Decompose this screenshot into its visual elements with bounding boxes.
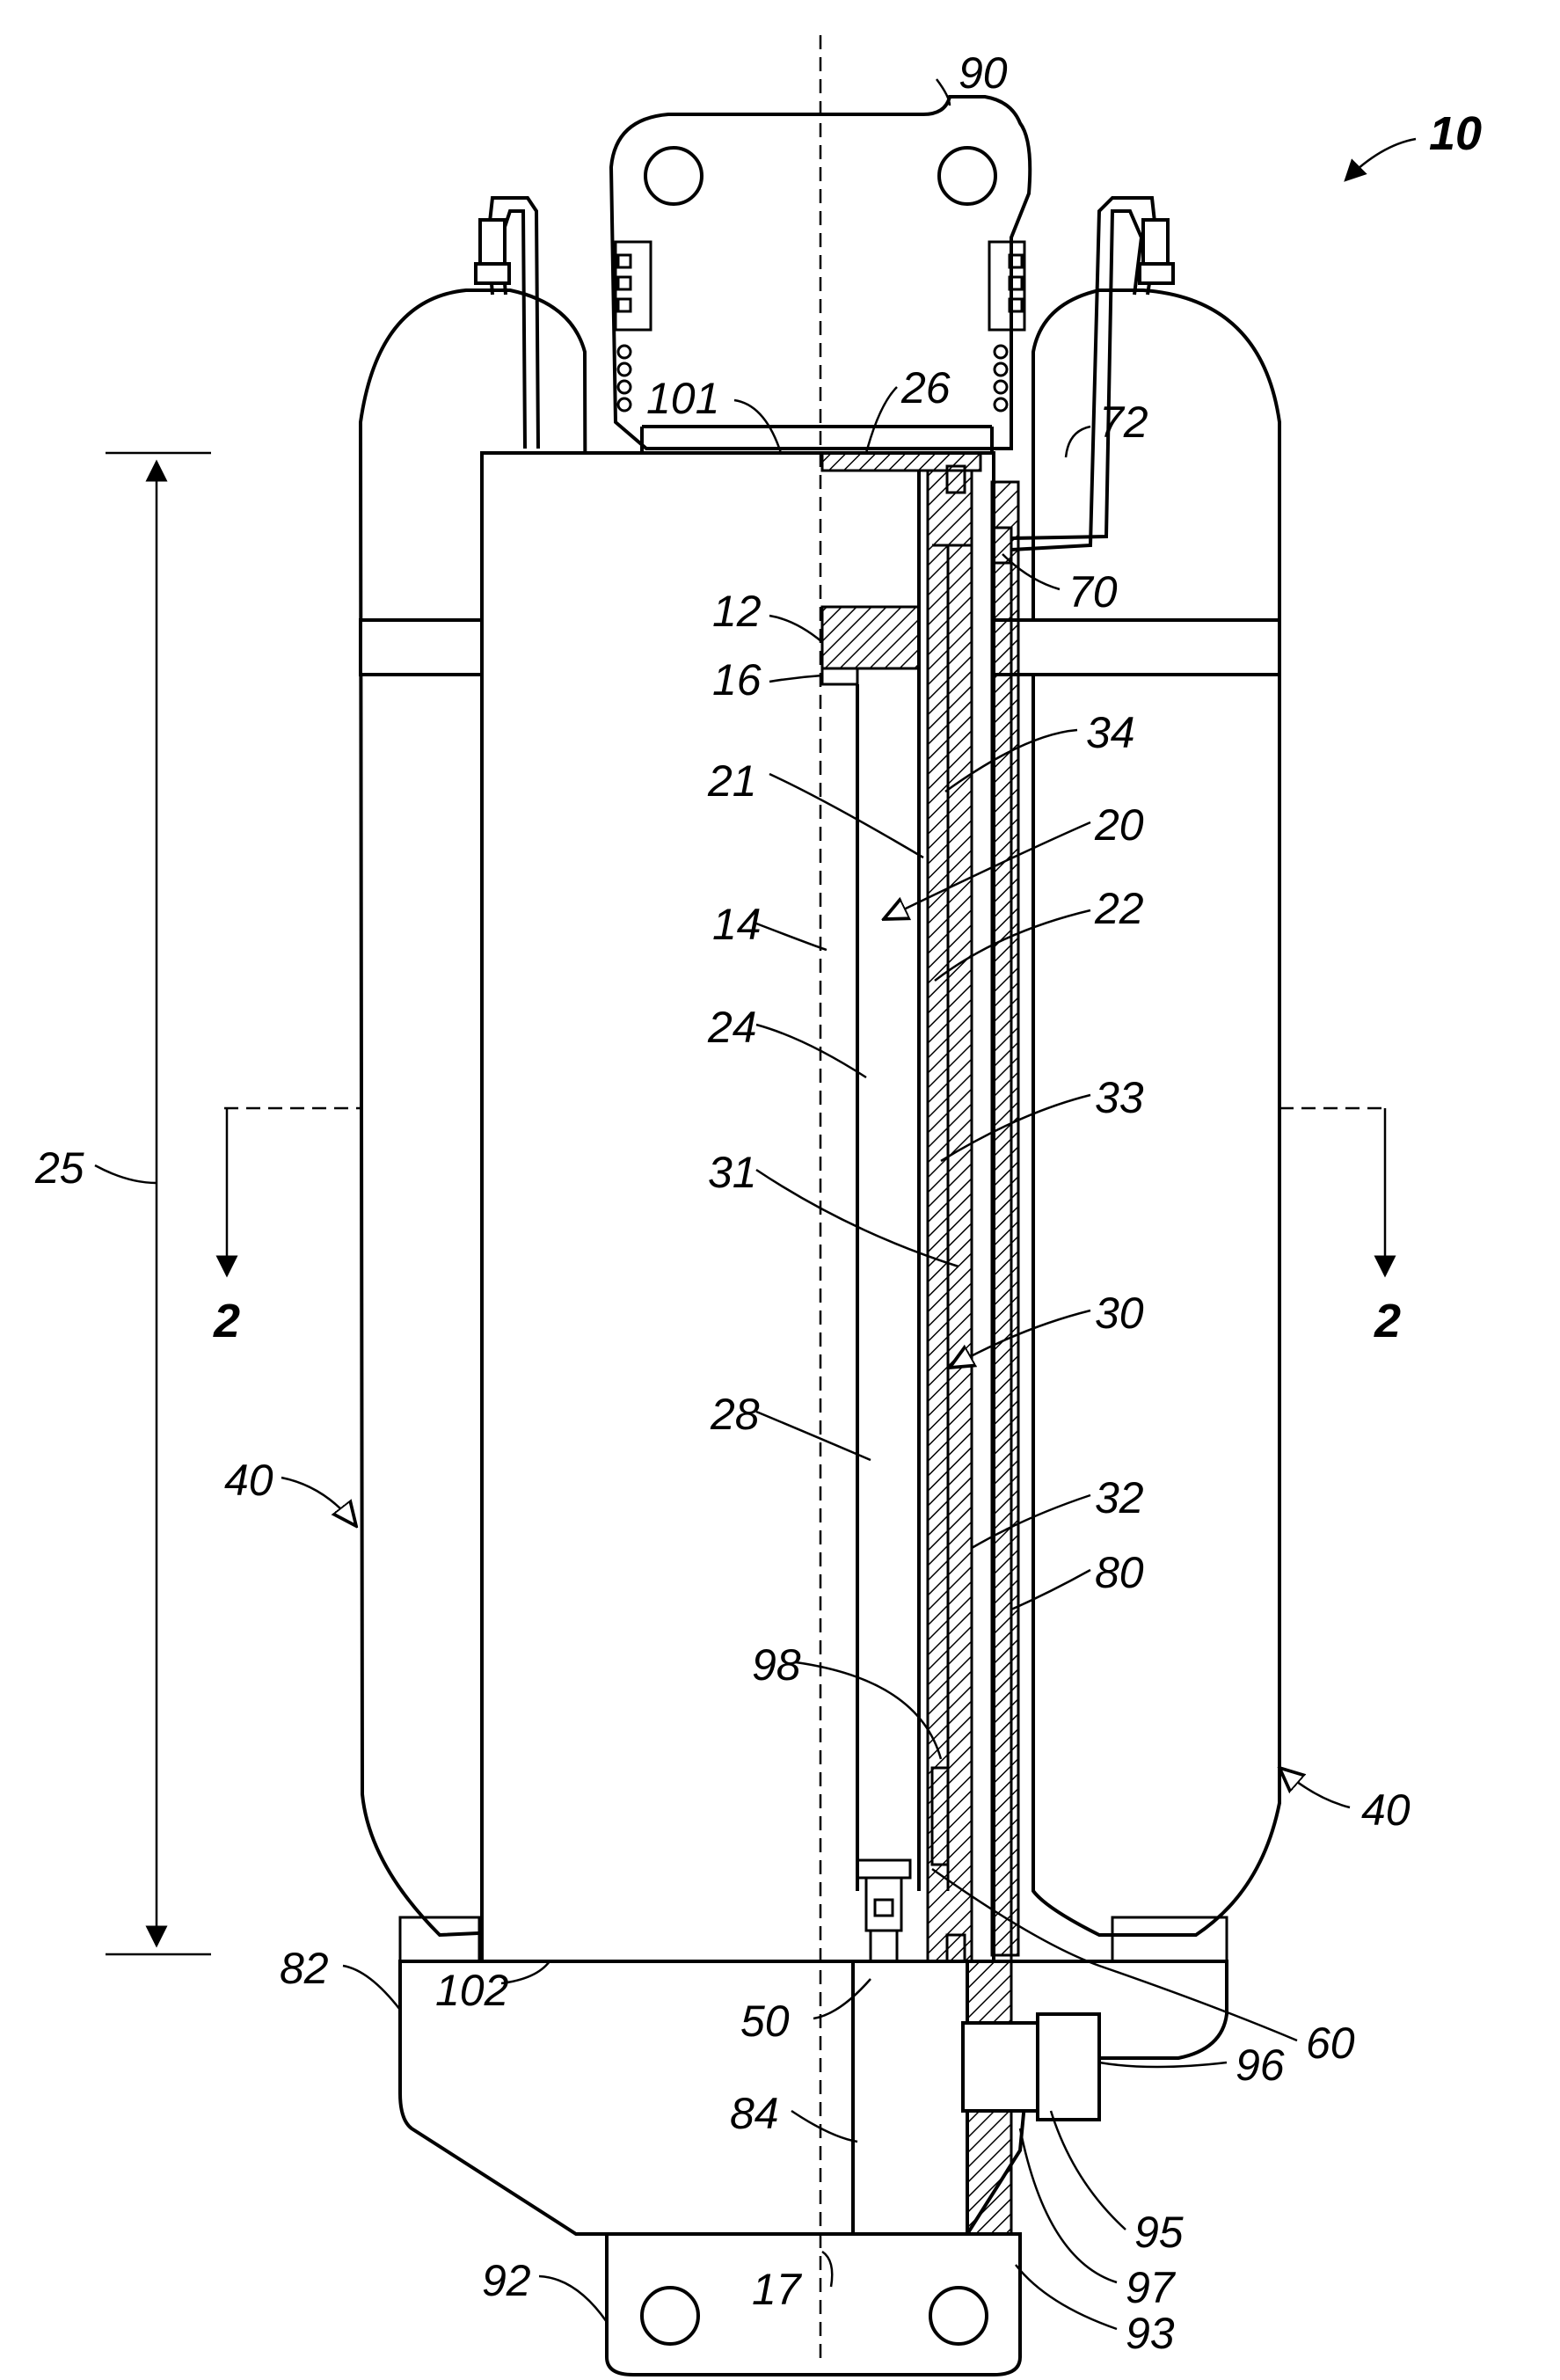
label-98: 98 bbox=[752, 1640, 801, 1690]
label-24: 24 bbox=[707, 1003, 757, 1052]
label-95: 95 bbox=[1134, 2208, 1184, 2257]
label-101: 101 bbox=[646, 374, 719, 423]
label-97: 97 bbox=[1126, 2263, 1177, 2312]
label-22: 22 bbox=[1094, 884, 1144, 933]
label-20: 20 bbox=[1094, 800, 1144, 850]
label-93: 93 bbox=[1126, 2309, 1175, 2358]
label-84: 84 bbox=[730, 2089, 779, 2138]
label-82: 82 bbox=[280, 1944, 329, 1993]
label-26: 26 bbox=[900, 363, 951, 412]
bottom-bracket bbox=[607, 2234, 1020, 2375]
label-25: 25 bbox=[34, 1143, 84, 1193]
label-12: 12 bbox=[712, 587, 762, 636]
label-70: 70 bbox=[1068, 567, 1118, 617]
label-2-right: 2 bbox=[1374, 1295, 1401, 1347]
label-40-right: 40 bbox=[1361, 1785, 1411, 1835]
label-72: 72 bbox=[1099, 398, 1148, 447]
label-96: 96 bbox=[1236, 2041, 1285, 2090]
label-90: 90 bbox=[959, 48, 1008, 98]
label-21: 21 bbox=[707, 756, 757, 806]
dimension-25 bbox=[106, 453, 211, 1954]
label-33: 33 bbox=[1095, 1073, 1144, 1122]
label-40-left: 40 bbox=[224, 1456, 273, 1505]
label-14: 14 bbox=[712, 900, 762, 949]
label-10: 10 bbox=[1429, 107, 1482, 160]
label-102: 102 bbox=[435, 1966, 509, 2015]
label-2-left: 2 bbox=[213, 1295, 240, 1347]
label-31: 31 bbox=[708, 1148, 757, 1197]
base-plate bbox=[400, 1917, 1227, 2265]
label-28: 28 bbox=[710, 1390, 760, 1439]
label-16: 16 bbox=[712, 655, 762, 705]
label-32: 32 bbox=[1095, 1473, 1144, 1522]
label-34: 34 bbox=[1086, 708, 1135, 757]
label-50: 50 bbox=[740, 1997, 790, 2046]
label-80: 80 bbox=[1095, 1548, 1144, 1597]
label-92: 92 bbox=[482, 2256, 531, 2305]
label-30: 30 bbox=[1095, 1289, 1144, 1338]
label-17: 17 bbox=[752, 2265, 803, 2314]
label-60: 60 bbox=[1306, 2019, 1355, 2068]
